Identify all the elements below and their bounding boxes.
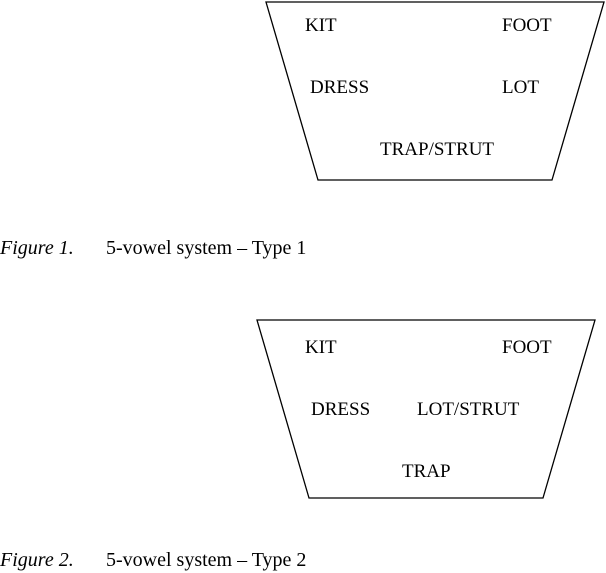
vowel-label-bottom: TRAP/STRUT bbox=[380, 139, 494, 160]
vowel-label-mid-left: DRESS bbox=[311, 399, 370, 420]
vowel-label-top-left: KIT bbox=[305, 15, 337, 36]
figure-2: KIT FOOT DRESS LOT/STRUT TRAP Figure 2. 5… bbox=[0, 312, 606, 573]
vowel-label-mid-right: LOT/STRUT bbox=[417, 399, 520, 420]
figure-caption: Figure 1. 5-vowel system – Type 1 bbox=[0, 237, 306, 260]
vowel-label-mid-left: DRESS bbox=[310, 77, 369, 98]
vowel-label-top-left: KIT bbox=[305, 337, 337, 358]
figure-caption: Figure 2. 5-vowel system – Type 2 bbox=[0, 549, 306, 572]
figure-caption-text: 5-vowel system – Type 1 bbox=[106, 237, 307, 259]
figure-caption-text: 5-vowel system – Type 2 bbox=[106, 549, 307, 571]
figure-1: KIT FOOT DRESS LOT TRAP/STRUT Figure 1. 5… bbox=[0, 0, 606, 270]
figure-caption-label: Figure 2. bbox=[0, 549, 74, 571]
vowel-trapezoid-diagram: KIT FOOT DRESS LOT/STRUT TRAP bbox=[256, 319, 596, 499]
vowel-label-top-right: FOOT bbox=[502, 337, 552, 358]
vowel-label-bottom: TRAP bbox=[402, 461, 451, 482]
vowel-space-trapezoid bbox=[265, 1, 605, 181]
vowel-space-trapezoid bbox=[256, 319, 596, 499]
vowel-trapezoid-diagram: KIT FOOT DRESS LOT TRAP/STRUT bbox=[265, 1, 605, 181]
figure-caption-label: Figure 1. bbox=[0, 237, 74, 259]
vowel-label-top-right: FOOT bbox=[502, 15, 552, 36]
vowel-label-mid-right: LOT bbox=[502, 77, 539, 98]
